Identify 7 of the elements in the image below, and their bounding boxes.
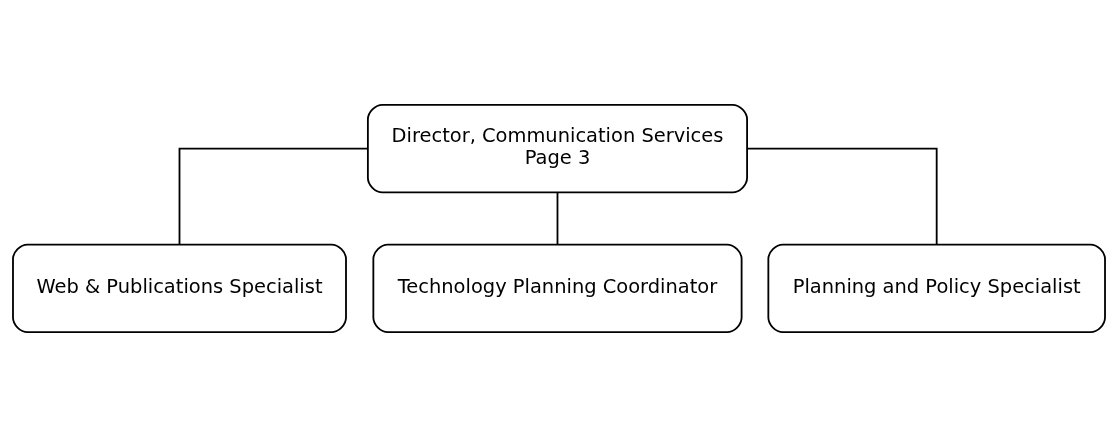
node-box: Technology Planning Coordinator — [372, 243, 743, 334]
connector — [556, 191, 559, 246]
node-box: Web & Publications Specialist — [12, 243, 347, 334]
connector — [178, 147, 369, 246]
connector — [746, 147, 938, 246]
node-box: Director, Communication Services Page 3 — [366, 103, 748, 194]
node-box: Planning and Policy Specialist — [767, 243, 1106, 334]
